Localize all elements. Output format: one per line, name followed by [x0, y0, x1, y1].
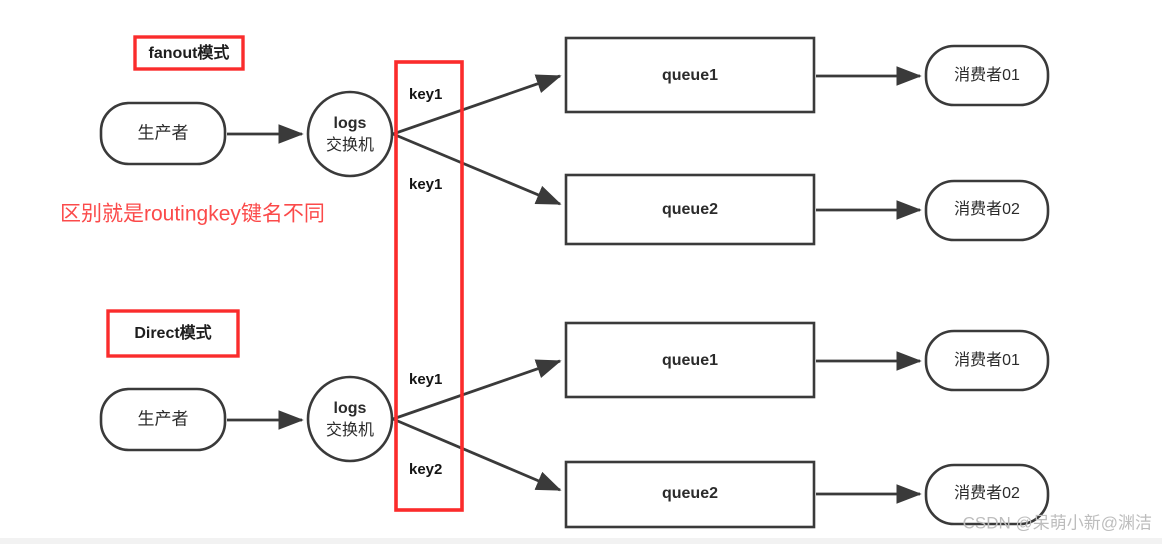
- consumer-shape-fanout-2: [924, 179, 1050, 242]
- consumer-node-direct-2: 消费者02: [924, 463, 1050, 526]
- edge-exchange-to-queue2-fanout: [392, 132, 562, 206]
- queue-node-fanout-2: queue2: [564, 173, 816, 246]
- queue-node-direct-2: queue2: [564, 460, 816, 529]
- queue-node-direct-1: queue1: [564, 321, 816, 399]
- edge-exchange-to-queue2-direct: [392, 417, 562, 492]
- mode-label-box-direct: [106, 309, 240, 358]
- routing-key-label-direct-2: key2: [409, 461, 442, 478]
- exchange-shape-fanout: [306, 90, 394, 178]
- producer-shape-fanout: [99, 101, 227, 166]
- consumer-node-direct-1: 消费者01: [924, 329, 1050, 392]
- queue-label-fanout-1: queue1: [662, 67, 718, 84]
- producer-label-fanout: 生产者: [138, 123, 189, 142]
- bottom-edge-strip: [0, 538, 1162, 544]
- exchange-node-fanout: logs 交换机: [306, 90, 394, 178]
- consumer-label-fanout-2: 消费者02: [954, 200, 1020, 218]
- watermark: CSDN @呆萌小新@渊洁: [963, 513, 1152, 532]
- routingkey-highlight-rect: [394, 60, 464, 512]
- mode-label-text-fanout: fanout模式: [149, 43, 230, 62]
- exchange-label-line2-fanout: 交换机: [326, 136, 374, 154]
- consumer-shape-fanout-1: [924, 44, 1050, 107]
- routing-key-label-direct-1: key1: [409, 371, 442, 388]
- producer-node-fanout: 生产者: [99, 101, 227, 166]
- routing-key-label-fanout-1: key1: [409, 86, 442, 103]
- mode-label-box-fanout: [133, 35, 245, 71]
- exchange-node-direct: logs 交换机: [306, 375, 394, 463]
- mode-label-fanout: fanout模式: [133, 35, 245, 71]
- routingkey-note: 区别就是routingkey键名不同: [60, 203, 325, 226]
- exchange-shape-direct: [306, 375, 394, 463]
- queue-shape-fanout-2: [564, 173, 816, 246]
- exchange-label-line1-fanout: logs: [334, 115, 367, 132]
- mode-label-text-direct: Direct模式: [134, 323, 211, 342]
- consumer-label-direct-2: 消费者02: [954, 484, 1020, 502]
- exchange-label-line1-direct: logs: [334, 400, 367, 417]
- queue-node-fanout-1: queue1: [564, 36, 816, 114]
- queue-label-fanout-2: queue2: [662, 201, 718, 218]
- consumer-label-direct-1: 消费者01: [954, 351, 1020, 369]
- consumer-node-fanout-2: 消费者02: [924, 179, 1050, 242]
- consumer-shape-direct-2: [924, 463, 1050, 526]
- queue-label-direct-1: queue1: [662, 352, 718, 369]
- queue-shape-direct-1: [564, 321, 816, 399]
- routing-key-label-fanout-2: key1: [409, 176, 442, 193]
- mode-label-direct: Direct模式: [106, 309, 240, 358]
- edge-exchange-to-queue1-fanout: [392, 74, 562, 136]
- consumer-shape-direct-1: [924, 329, 1050, 392]
- producer-label-direct: 生产者: [138, 409, 189, 428]
- edge-exchange-to-queue1-direct: [392, 359, 562, 421]
- producer-node-direct: 生产者: [99, 387, 227, 452]
- consumer-node-fanout-1: 消费者01: [924, 44, 1050, 107]
- consumer-label-fanout-1: 消费者01: [954, 66, 1020, 84]
- queue-label-direct-2: queue2: [662, 485, 718, 502]
- exchange-label-line2-direct: 交换机: [326, 421, 374, 439]
- queue-shape-fanout-1: [564, 36, 816, 114]
- queue-shape-direct-2: [564, 460, 816, 529]
- producer-shape-direct: [99, 387, 227, 452]
